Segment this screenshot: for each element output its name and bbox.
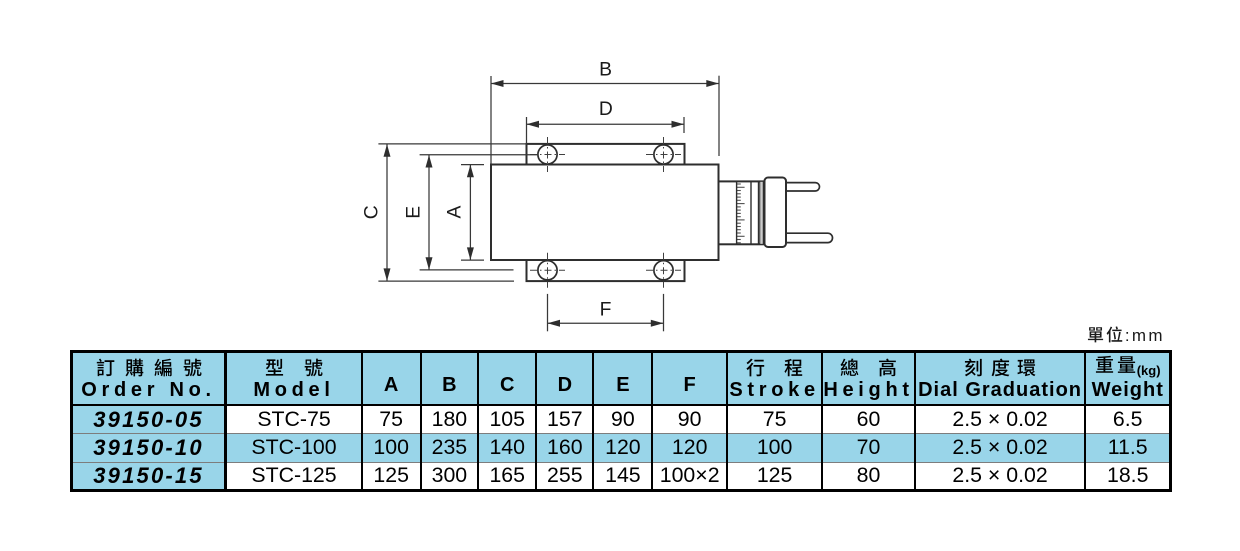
dim-label-d: D <box>599 99 613 120</box>
cell-b: 235 <box>419 433 479 463</box>
cell-d: 255 <box>535 461 594 491</box>
cell-b: 180 <box>419 404 479 434</box>
cell-height: 60 <box>821 404 915 434</box>
cell-d: 160 <box>535 433 594 463</box>
cell-f: 120 <box>651 433 727 463</box>
dial-collar <box>759 180 764 245</box>
col-header-height: Height <box>821 351 915 406</box>
cell-a: 75 <box>360 404 421 434</box>
col-header-d: D <box>535 351 594 406</box>
cell-model: STC-100 <box>224 433 362 463</box>
table-row: 39150-15 STC-125 125 300 165 255 145 100… <box>70 461 1171 491</box>
cell-a: 100 <box>360 433 421 463</box>
col-header-b: B <box>419 351 479 406</box>
dimension-arrowheads <box>383 80 719 327</box>
cell-b: 300 <box>419 461 479 491</box>
col-header-model: Model <box>224 351 362 406</box>
cell-dial: 2.5 × 0.02 <box>913 433 1086 463</box>
cell-model: STC-125 <box>224 461 362 491</box>
cell-f: 100×2 <box>651 461 727 491</box>
cell-weight: 18.5 <box>1084 461 1171 491</box>
col-header-e: E <box>592 351 653 406</box>
cell-d: 157 <box>535 404 594 434</box>
cell-height: 70 <box>821 433 915 463</box>
dim-label-a: A <box>444 205 465 218</box>
dim-label-e: E <box>404 206 425 219</box>
cell-order-no: 39150-05 <box>70 404 226 434</box>
handle-knob <box>763 176 787 248</box>
cell-c: 140 <box>477 433 537 463</box>
cell-weight: 6.5 <box>1084 404 1171 434</box>
cell-e: 90 <box>592 404 653 434</box>
cell-dial: 2.5 × 0.02 <box>913 404 1086 434</box>
dial-barrel <box>717 180 766 246</box>
dim-label-f: F <box>600 300 612 321</box>
dim-label-c: C <box>362 205 383 219</box>
cell-order-no: 39150-15 <box>70 461 226 491</box>
cell-weight: 11.5 <box>1084 433 1171 463</box>
col-header-f: F <box>651 351 727 406</box>
cell-e: 145 <box>592 461 653 491</box>
dim-label-b: B <box>599 60 612 81</box>
cell-c: 105 <box>477 404 537 434</box>
cell-model: STC-75 <box>224 404 362 434</box>
cell-order-no: 39150-10 <box>70 433 226 463</box>
col-header-dial-graduation: Dial Graduation <box>913 351 1086 406</box>
cell-stroke: 75 <box>725 404 823 434</box>
cell-height: 80 <box>821 461 915 491</box>
cell-stroke: 100 <box>725 433 823 463</box>
cell-dial: 2.5 × 0.02 <box>913 461 1086 491</box>
table-row: 39150-05 STC-75 75 180 105 157 90 90 75 … <box>70 404 1171 434</box>
cell-f: 90 <box>651 404 727 434</box>
cell-a: 125 <box>360 461 421 491</box>
col-header-stroke: Stroke <box>725 351 823 406</box>
cell-c: 165 <box>477 461 537 491</box>
header-row: Order No. Model A B C D E F Stroke Heigh… <box>70 351 1171 406</box>
col-header-order-no: Order No. <box>70 351 226 406</box>
col-header-a: A <box>360 351 421 406</box>
table-row: 39150-10 STC-100 100 235 140 160 120 120… <box>70 433 1171 463</box>
spec-table: Order No. Model A B C D E F Stroke Heigh… <box>69 350 1173 492</box>
cell-stroke: 125 <box>725 461 823 491</box>
hole-centerlines <box>530 137 681 288</box>
cell-e: 120 <box>592 433 653 463</box>
slide-body <box>490 163 720 261</box>
col-header-weight: (kg) Weight <box>1084 351 1171 406</box>
col-header-c: C <box>477 351 537 406</box>
dimension-lines <box>378 75 720 332</box>
